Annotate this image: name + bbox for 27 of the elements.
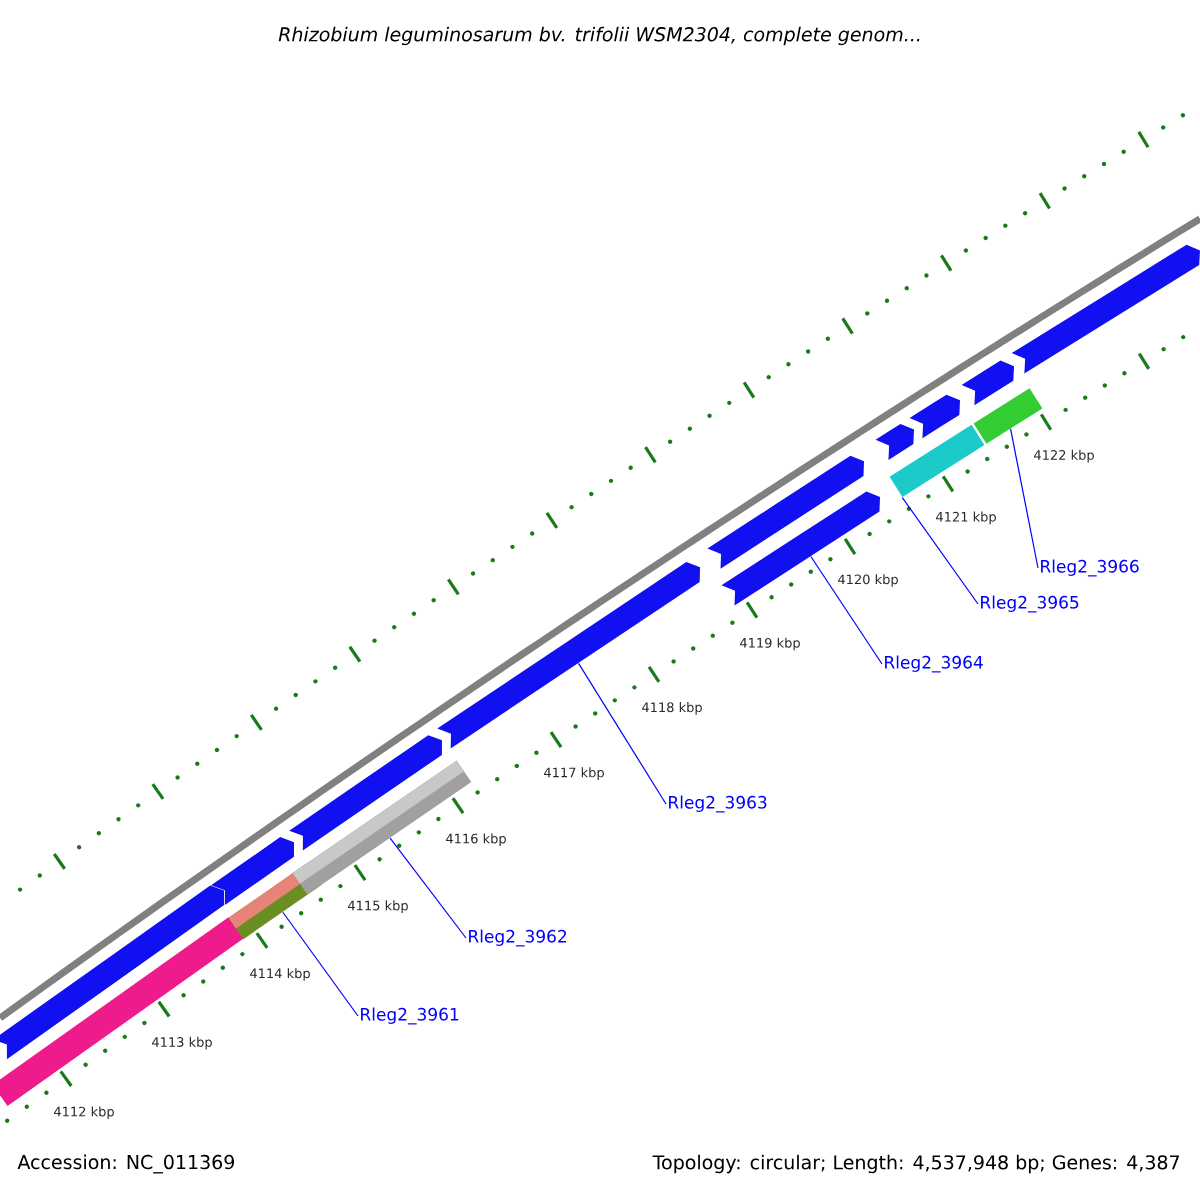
- gene-bar: [437, 562, 700, 749]
- accession-text: Accession: NC_011369: [17, 1154, 234, 1174]
- gene-bar: [707, 455, 864, 569]
- leader-line: [901, 497, 979, 605]
- gene-label: Rleg2_3963: [669, 795, 767, 813]
- gene-label: Rleg2_3961: [361, 1007, 459, 1025]
- leader-line: [1010, 428, 1039, 569]
- gene-bar: [875, 423, 914, 461]
- gene-bar: [0, 917, 244, 1106]
- gene-bar: [909, 394, 960, 439]
- gene-label: Rleg2_3962: [469, 929, 567, 947]
- leader-line: [282, 911, 359, 1017]
- gene-bar: [889, 424, 985, 498]
- title: Rhizobium leguminosarum bv. trifolii WSM2304, complete genom...: [278, 26, 920, 46]
- gene-bar: [0, 885, 225, 1060]
- leader-line: [810, 555, 883, 665]
- gene-bar: [973, 388, 1043, 444]
- gene-bar: [289, 735, 442, 851]
- leader-line: [577, 662, 667, 805]
- gene-label: Rleg2_3966: [1041, 559, 1139, 577]
- genome-info-text: Topology: circular; Length: 4,537,948 bp; Genes: 4,387: [652, 1154, 1179, 1174]
- gene-label: Rleg2_3964: [885, 655, 983, 673]
- gene-bar: [1011, 244, 1200, 374]
- gene-bar: [961, 360, 1014, 406]
- gene-bar: [211, 837, 294, 905]
- gene-label: Rleg2_3965: [981, 595, 1079, 613]
- leader-line: [389, 837, 467, 939]
